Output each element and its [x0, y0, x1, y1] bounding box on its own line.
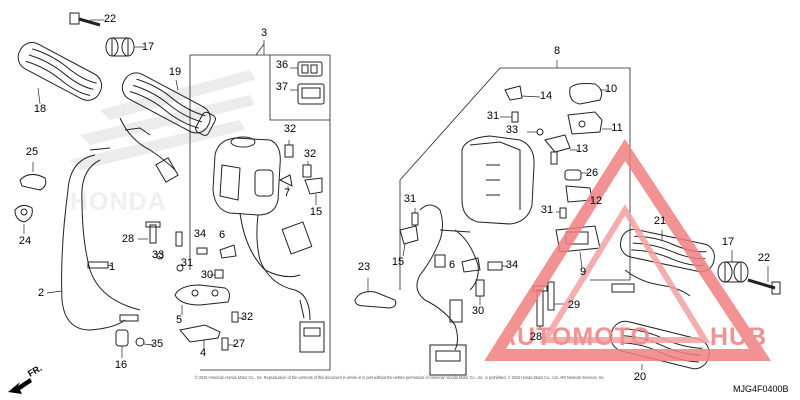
- callout-7: 7: [284, 187, 290, 199]
- callout-15: 15: [392, 256, 404, 268]
- callout-19: 19: [169, 66, 181, 78]
- callout-31: 31: [541, 204, 553, 216]
- callout-1: 1: [109, 261, 115, 273]
- callout-6: 6: [219, 229, 225, 241]
- callout-14: 14: [540, 90, 552, 102]
- callout-21: 21: [654, 215, 666, 227]
- callout-26: 26: [586, 167, 598, 179]
- callout-6: 6: [449, 259, 455, 271]
- cover-10: [569, 83, 603, 105]
- front-direction-arrow: FR.: [8, 363, 44, 394]
- callout-16: 16: [115, 359, 127, 371]
- callout-34: 34: [194, 228, 206, 240]
- callout-22: 22: [104, 13, 116, 25]
- automotohub-watermark: AUTOMOTO HUB: [484, 138, 772, 361]
- callout-33: 33: [152, 249, 164, 261]
- bracket-4: [179, 324, 221, 350]
- callout-18: 18: [34, 103, 46, 115]
- bolts-left: [138, 221, 184, 272]
- callout-23: 23: [358, 261, 370, 273]
- bracket-14: [504, 85, 523, 101]
- screw-35: [135, 337, 155, 347]
- callout-3: 3: [261, 27, 267, 39]
- throttle-cables: [46, 147, 141, 331]
- callout-17: 17: [142, 41, 154, 53]
- callout-29: 29: [568, 299, 580, 311]
- callout-22: 22: [758, 252, 770, 264]
- bar-end-weight-17-right: [717, 250, 749, 283]
- callout-8: 8: [554, 45, 560, 57]
- callout-37: 37: [276, 81, 288, 93]
- watermark-text-right: HUB: [710, 323, 767, 351]
- callout-5: 5: [176, 314, 182, 326]
- clamp-25: [19, 162, 47, 191]
- left-handlebar-section: FR.: [8, 12, 331, 394]
- callout-36: 36: [276, 59, 288, 71]
- callout-13: 13: [576, 143, 588, 155]
- watermark-text-left: AUTOMOTO: [498, 323, 651, 351]
- callout-28: 28: [530, 331, 542, 343]
- switch-assembly-box-3: [189, 40, 331, 371]
- cover-11: [567, 111, 603, 135]
- callout-12: 12: [590, 195, 602, 207]
- callout-9: 9: [580, 266, 586, 278]
- callout-30: 30: [201, 269, 213, 281]
- callout-34: 34: [506, 259, 518, 271]
- bracket-13: [544, 134, 571, 153]
- connector-right: [429, 344, 467, 376]
- callout-32: 32: [241, 311, 253, 323]
- callout-27: 27: [233, 338, 245, 350]
- callout-11: 11: [611, 122, 622, 134]
- right-switch-housing: [461, 135, 535, 225]
- left-grip-18: [17, 42, 103, 101]
- callout-35: 35: [151, 338, 163, 350]
- callout-33: 33: [506, 124, 518, 136]
- copyright-notice: © 2015 American Honda Motor Co., Inc. Re…: [195, 374, 605, 380]
- bar-end-bolt-22-right: [747, 266, 781, 295]
- clamp-23: [354, 278, 397, 309]
- callout-31: 31: [181, 257, 193, 269]
- callout-32: 32: [304, 148, 316, 160]
- callout-2: 2: [38, 287, 44, 299]
- bar-end-bolt-22: [69, 12, 104, 27]
- diagram-code: MJG4F0400B: [733, 384, 789, 394]
- callout-24: 24: [19, 235, 31, 247]
- clamp-5: [174, 284, 230, 315]
- honda-logo-text: HONDA: [70, 188, 167, 216]
- callout-31: 31: [404, 193, 416, 205]
- callout-28: 28: [122, 233, 134, 245]
- bar-end-weight-17: [105, 37, 144, 57]
- callout-31: 31: [487, 110, 499, 122]
- callout-17: 17: [722, 236, 734, 248]
- throttle-grip-19: [121, 72, 216, 136]
- callout-4: 4: [200, 347, 206, 359]
- callout-32: 32: [284, 123, 296, 135]
- switch-assembly-box-8: [399, 60, 631, 290]
- clip-24: [14, 204, 33, 234]
- cable-boot-16: [115, 329, 129, 358]
- callout-20: 20: [634, 371, 646, 383]
- callout-15: 15: [310, 206, 322, 218]
- callout-25: 25: [26, 146, 38, 158]
- callout-10: 10: [605, 83, 617, 95]
- honda-logo-background: HONDA: [70, 70, 255, 216]
- callout-30: 30: [472, 305, 484, 317]
- front-label: FR.: [26, 363, 44, 379]
